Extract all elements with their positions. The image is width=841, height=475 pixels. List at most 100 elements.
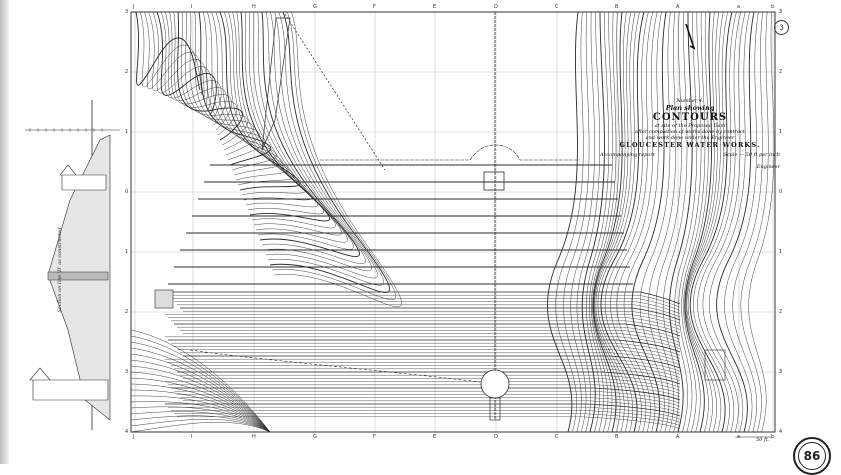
contour-line-valley xyxy=(177,327,681,340)
gate-house-section xyxy=(59,164,107,191)
contour-line-right-hill xyxy=(581,11,605,433)
column-label: H xyxy=(252,4,256,10)
contour-line-valley xyxy=(165,381,681,394)
contour-line-right-hill xyxy=(674,11,698,433)
outlet-channel xyxy=(489,397,501,421)
contour-line-lower-left xyxy=(130,395,271,433)
contour-line-valley xyxy=(180,307,681,321)
spillway-channel xyxy=(261,17,291,151)
old-bed-line xyxy=(284,13,386,171)
contour-line-valley xyxy=(174,413,681,426)
column-label: H xyxy=(252,434,256,440)
column-label: B xyxy=(615,4,619,10)
contour-line-valley xyxy=(177,304,681,317)
contour-line-left-hill xyxy=(177,11,243,141)
contour-line-lower-left xyxy=(130,415,271,433)
row-label: 3 xyxy=(779,369,783,375)
contour-line-left-hill xyxy=(198,11,271,166)
contour-line-valley xyxy=(168,362,681,375)
contour-line-right-hill xyxy=(702,11,746,433)
contour-line-right-hill xyxy=(623,11,662,433)
contour-line-valley xyxy=(180,397,681,410)
title-line-3: and work done under the Engineer xyxy=(645,135,735,141)
contour-line-right-hill xyxy=(669,11,693,433)
contour-line-valley xyxy=(183,333,681,346)
contour-line-left-hill xyxy=(185,11,254,151)
contour-line-left-hill xyxy=(169,11,232,131)
contour-line-right-hill xyxy=(547,11,579,433)
contour-line-right-hill xyxy=(724,11,759,433)
contour-line-valley xyxy=(174,346,681,359)
contour-line-right-hill xyxy=(597,11,640,433)
column-label: D xyxy=(494,434,498,440)
contour-line-lower-left xyxy=(130,377,271,433)
contour-line-right-hill xyxy=(655,11,682,433)
contour-line-right-hill xyxy=(681,11,706,433)
contour-line-right-hill xyxy=(570,11,595,433)
column-label: J xyxy=(133,4,135,10)
north-arrow-icon xyxy=(685,23,696,50)
contour-line-lower-left xyxy=(130,329,271,433)
contour-line-valley xyxy=(174,301,681,314)
contour-line-valley xyxy=(165,314,681,327)
contour-line-left-hill xyxy=(215,11,295,186)
contour-line-valley xyxy=(171,298,681,311)
contour-line-left-hill xyxy=(148,11,208,106)
contour-line-left-hill xyxy=(271,11,396,300)
contour-line-right-hill xyxy=(693,11,737,433)
contour-plan-drawing xyxy=(25,11,776,438)
contour-line-left-hill xyxy=(257,11,354,250)
contour-line-right-hill xyxy=(709,11,750,433)
column-label: B xyxy=(615,434,619,440)
sheet-number-badge: 86 xyxy=(793,437,831,475)
contour-line-valley xyxy=(177,416,681,429)
row-label: 1 xyxy=(125,129,129,135)
contour-line-left-hill xyxy=(180,11,249,146)
row-label: 1 xyxy=(779,249,783,255)
column-label: I xyxy=(191,4,193,10)
contour-line-left-hill xyxy=(160,11,222,121)
contour-line-left-hill xyxy=(267,11,384,286)
row-label: 3 xyxy=(125,9,129,15)
title-main: CONTOURS xyxy=(652,112,728,123)
title-line-2: after completion of works done by contra… xyxy=(635,129,745,135)
row-label: 2 xyxy=(779,69,783,75)
contour-line-left-hill xyxy=(253,11,348,243)
contour-line-lower-left xyxy=(130,347,271,433)
contour-line-left-hill xyxy=(165,11,227,126)
contour-line-right-hill xyxy=(631,11,667,433)
contour-line-right-hill xyxy=(685,11,720,433)
contour-line-left-hill xyxy=(219,11,301,191)
contour-line-right-hill xyxy=(688,11,728,433)
contour-line-valley xyxy=(165,336,681,349)
contour-line-valley xyxy=(174,323,681,337)
title-line-1: at site of the Proposed Dam xyxy=(654,123,726,129)
row-label: 3 xyxy=(125,369,129,375)
column-label: A xyxy=(676,434,680,440)
column-label: D xyxy=(494,4,498,10)
contour-line-left-hill xyxy=(135,11,201,91)
contour-line-lower-left xyxy=(130,341,271,433)
contour-line-lower-left xyxy=(130,335,271,433)
contour-line-right-hill xyxy=(716,11,755,433)
contour-line-right-hill xyxy=(732,11,764,433)
column-label: G xyxy=(313,4,317,10)
contour-line-valley xyxy=(168,339,681,353)
contour-line-lower-left xyxy=(130,389,271,433)
contour-line-right-hill xyxy=(685,11,715,433)
contour-line-valley xyxy=(177,394,681,407)
column-label: G xyxy=(313,434,317,440)
contour-line-left-hill xyxy=(202,11,277,171)
contour-line-lower-left xyxy=(130,353,271,433)
outlet-tower-section xyxy=(29,367,109,401)
contour-line-left-hill xyxy=(273,11,402,307)
contour-line-right-hill xyxy=(605,11,649,433)
contour-line-right-hill xyxy=(595,11,636,433)
contour-line-valley xyxy=(168,295,681,308)
dam-features xyxy=(154,12,772,438)
row-label: 1 xyxy=(125,249,129,255)
contour-line-left-hill xyxy=(248,11,342,236)
contour-line-right-hill xyxy=(586,11,609,433)
title-note-left: Accompanying report xyxy=(600,152,655,158)
row-label: 0 xyxy=(125,189,129,195)
